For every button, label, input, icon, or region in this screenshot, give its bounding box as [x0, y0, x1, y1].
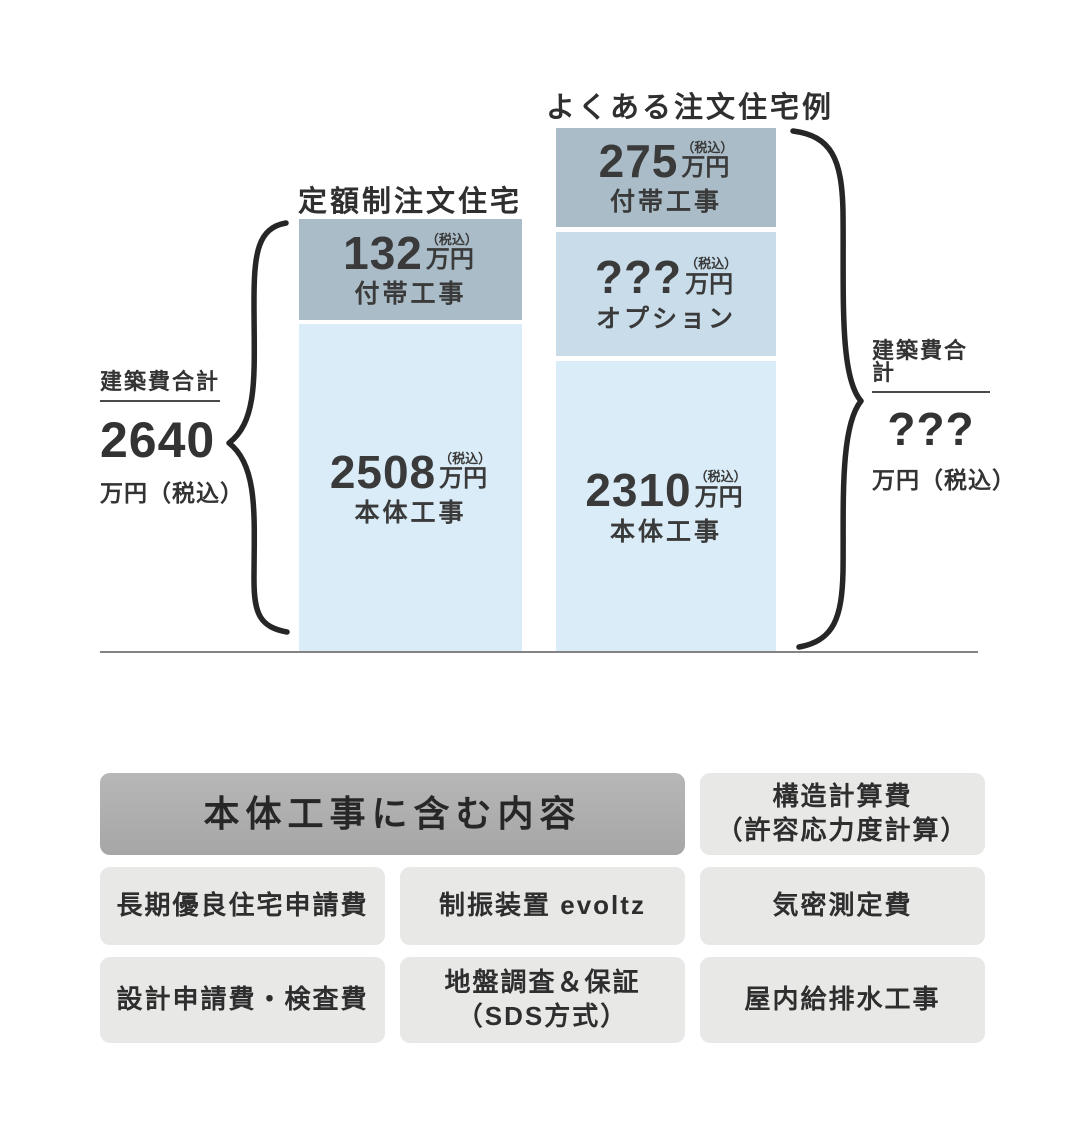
amount-unit-group: （税込） 万円 — [695, 469, 747, 513]
right-bar-segment-hontai: 2310 （税込） 万円 本体工事 — [556, 361, 776, 653]
table-cell-structural-calc: 構造計算費 （許容応力度計算） — [700, 773, 985, 855]
tax-note: （税込） — [694, 469, 747, 484]
included-items-table: 本体工事に含む内容 構造計算費 （許容応力度計算） 長期優良住宅申請費 制振装置… — [100, 773, 985, 1043]
amount-unit: 万円 — [694, 483, 743, 511]
table-cell-ground-survey: 地盤調査＆保証 （SDS方式） — [400, 957, 685, 1043]
table-cell-airtight-test: 気密測定費 — [700, 867, 985, 945]
left-bar-title: 定額制注文住宅 — [297, 186, 522, 218]
amount-unit-group: （税込） 万円 — [685, 256, 737, 300]
segment-name: 本体工事 — [609, 517, 722, 546]
amount-value: 132 — [343, 226, 423, 279]
segment-amount: ??? （税込） 万円 — [594, 251, 737, 304]
total-label: 建築費合計 — [872, 340, 990, 393]
segment-amount: 2310 （税込） 万円 — [585, 464, 747, 517]
segment-name: 本体工事 — [354, 499, 467, 528]
table-cell-long-term-housing: 長期優良住宅申請費 — [100, 867, 385, 945]
total-label: 建築費合計 — [100, 371, 221, 402]
segment-name: 付帯工事 — [609, 188, 722, 217]
tax-note: （税込） — [685, 256, 738, 271]
tax-note: （税込） — [681, 139, 734, 155]
amount-unit: 万円 — [685, 270, 734, 298]
amount-unit: 万円 — [425, 246, 474, 274]
right-brace — [790, 128, 864, 650]
amount-unit-group: （税込） 万円 — [426, 232, 478, 276]
total-unit: 万円（税込） — [100, 480, 244, 506]
amount-value: 2310 — [585, 464, 692, 517]
segment-name: 付帯工事 — [354, 280, 467, 309]
amount-unit-group: （税込） 万円 — [681, 140, 733, 184]
tax-note: （税込） — [439, 450, 492, 466]
segment-amount: 132 （税込） 万円 — [343, 226, 478, 279]
total-amount: ??? — [887, 403, 975, 455]
segment-amount: 275 （税込） 万円 — [598, 134, 734, 187]
left-bar-segment-futai: 132 （税込） 万円 付帯工事 — [299, 219, 522, 320]
baseline — [100, 651, 978, 653]
right-total-block: 建築費合計 ??? 万円（税込） — [872, 340, 1016, 495]
right-bar-segment-option: ??? （税込） 万円 オプション — [556, 232, 776, 356]
table-cell-indoor-plumbing: 屋内給排水工事 — [700, 957, 985, 1043]
table-cell-design-application: 設計申請費・検査費 — [100, 957, 385, 1043]
amount-unit: 万円 — [439, 465, 488, 493]
left-total-block: 建築費合計 2640 万円（税込） — [100, 371, 244, 508]
tax-note: （税込） — [425, 231, 478, 247]
segment-amount: 2508 （税込） 万円 — [329, 445, 491, 498]
amount-value: ??? — [594, 251, 683, 304]
amount-unit: 万円 — [681, 154, 730, 182]
left-brace — [226, 220, 290, 635]
left-bar-segment-hontai: 2508 （税込） 万円 本体工事 — [299, 324, 522, 653]
segment-name: オプション — [595, 304, 736, 333]
right-bar-title: よくある注文住宅例 — [546, 92, 835, 124]
table-header-cell: 本体工事に含む内容 — [100, 773, 685, 855]
right-bar-segment-futai: 275 （税込） 万円 付帯工事 — [556, 128, 776, 227]
table-cell-damping-device: 制振装置 evoltz — [400, 867, 685, 945]
total-unit: 万円（税込） — [872, 467, 1016, 493]
total-amount: 2640 — [100, 412, 216, 468]
amount-unit-group: （税込） 万円 — [439, 451, 491, 495]
amount-value: 2508 — [329, 445, 437, 498]
amount-value: 275 — [598, 134, 679, 187]
